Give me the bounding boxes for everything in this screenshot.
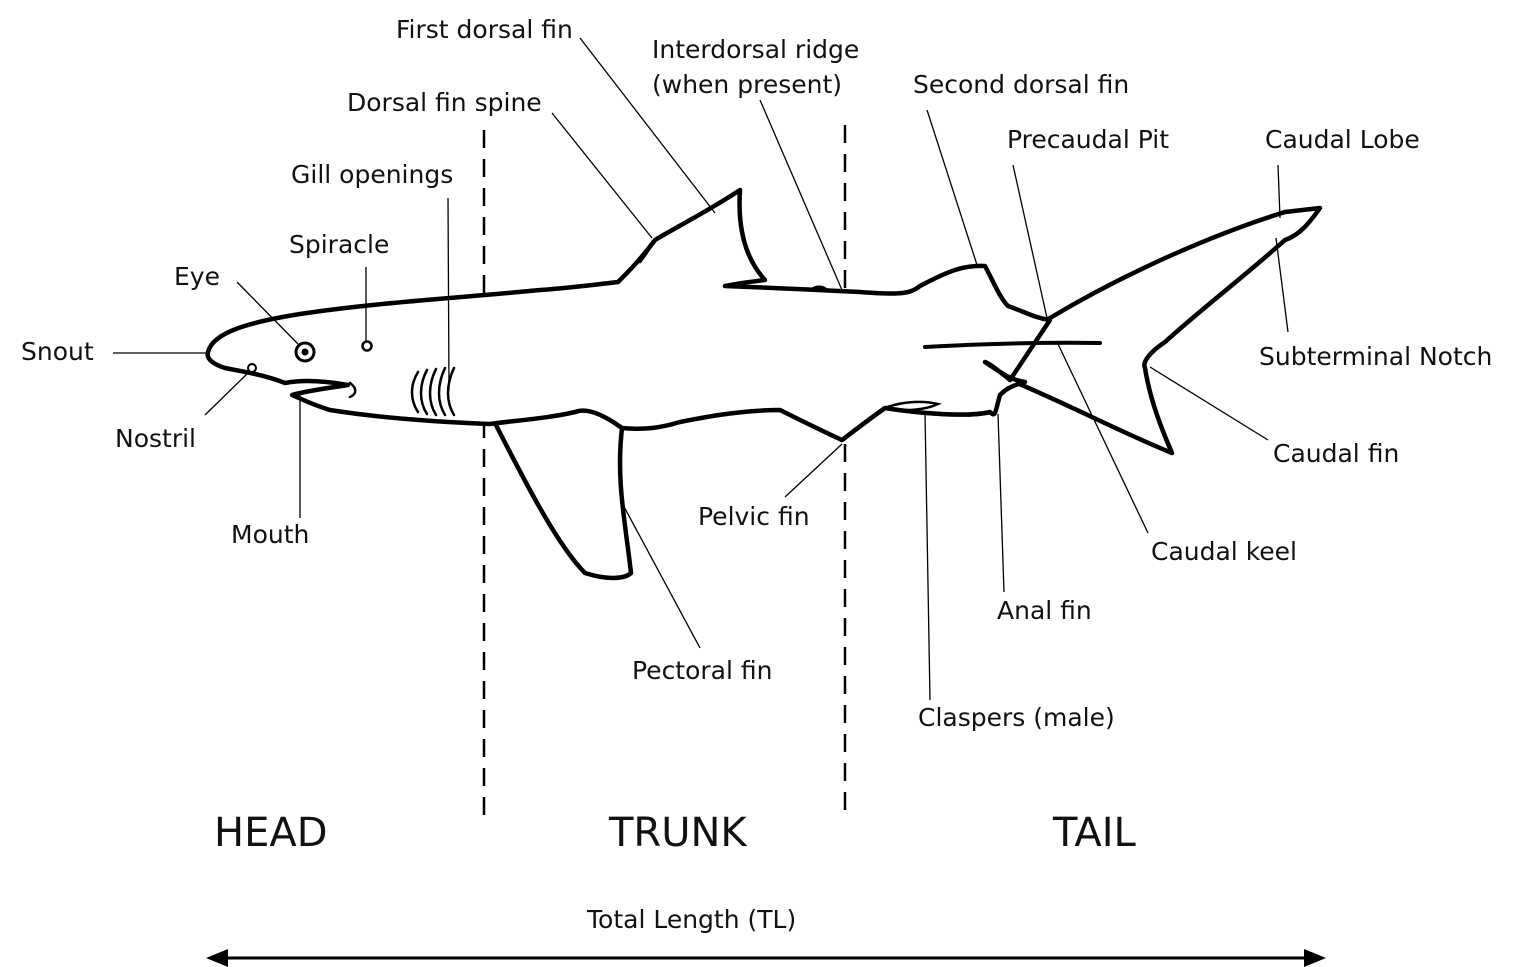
label-dorsal-fin-spine: Dorsal fin spine (347, 88, 542, 117)
pectoral-fin-shape (484, 402, 631, 578)
label-caudal-fin: Caudal fin (1273, 439, 1399, 468)
label-spiracle: Spiracle (289, 230, 389, 259)
label-subterminal-notch: Subterminal Notch (1259, 342, 1492, 371)
label-precaudal-pit: Precaudal Pit (1007, 125, 1169, 154)
label-eye: Eye (174, 262, 220, 291)
label-interdorsal-ridge: Interdorsal ridge (652, 35, 859, 64)
total-length-arrow (206, 949, 1326, 967)
label-interdorsal-ridge-note: (when present) (652, 70, 842, 99)
label-nostril: Nostril (115, 424, 196, 453)
region-head: HEAD (214, 810, 328, 856)
eye-pupil (302, 349, 309, 356)
region-trunk: TRUNK (608, 810, 748, 856)
label-second-dorsal-fin: Second dorsal fin (913, 70, 1129, 99)
label-pelvic-fin: Pelvic fin (698, 502, 810, 531)
label-first-dorsal-fin: First dorsal fin (396, 15, 573, 44)
label-caudal-lobe: Caudal Lobe (1265, 125, 1420, 154)
label-snout: Snout (21, 337, 94, 366)
nostril-dot (248, 364, 256, 372)
total-length-label: Total Length (TL) (586, 905, 796, 934)
label-caudal-keel: Caudal keel (1151, 537, 1297, 566)
region-tail: TAIL (1052, 810, 1136, 856)
label-anal-fin: Anal fin (997, 596, 1092, 625)
label-mouth: Mouth (231, 520, 309, 549)
label-gill-openings: Gill openings (291, 160, 453, 189)
label-pectoral-fin: Pectoral fin (632, 656, 773, 685)
spiracle-dot (363, 342, 372, 351)
label-claspers: Claspers (male) (918, 703, 1115, 732)
